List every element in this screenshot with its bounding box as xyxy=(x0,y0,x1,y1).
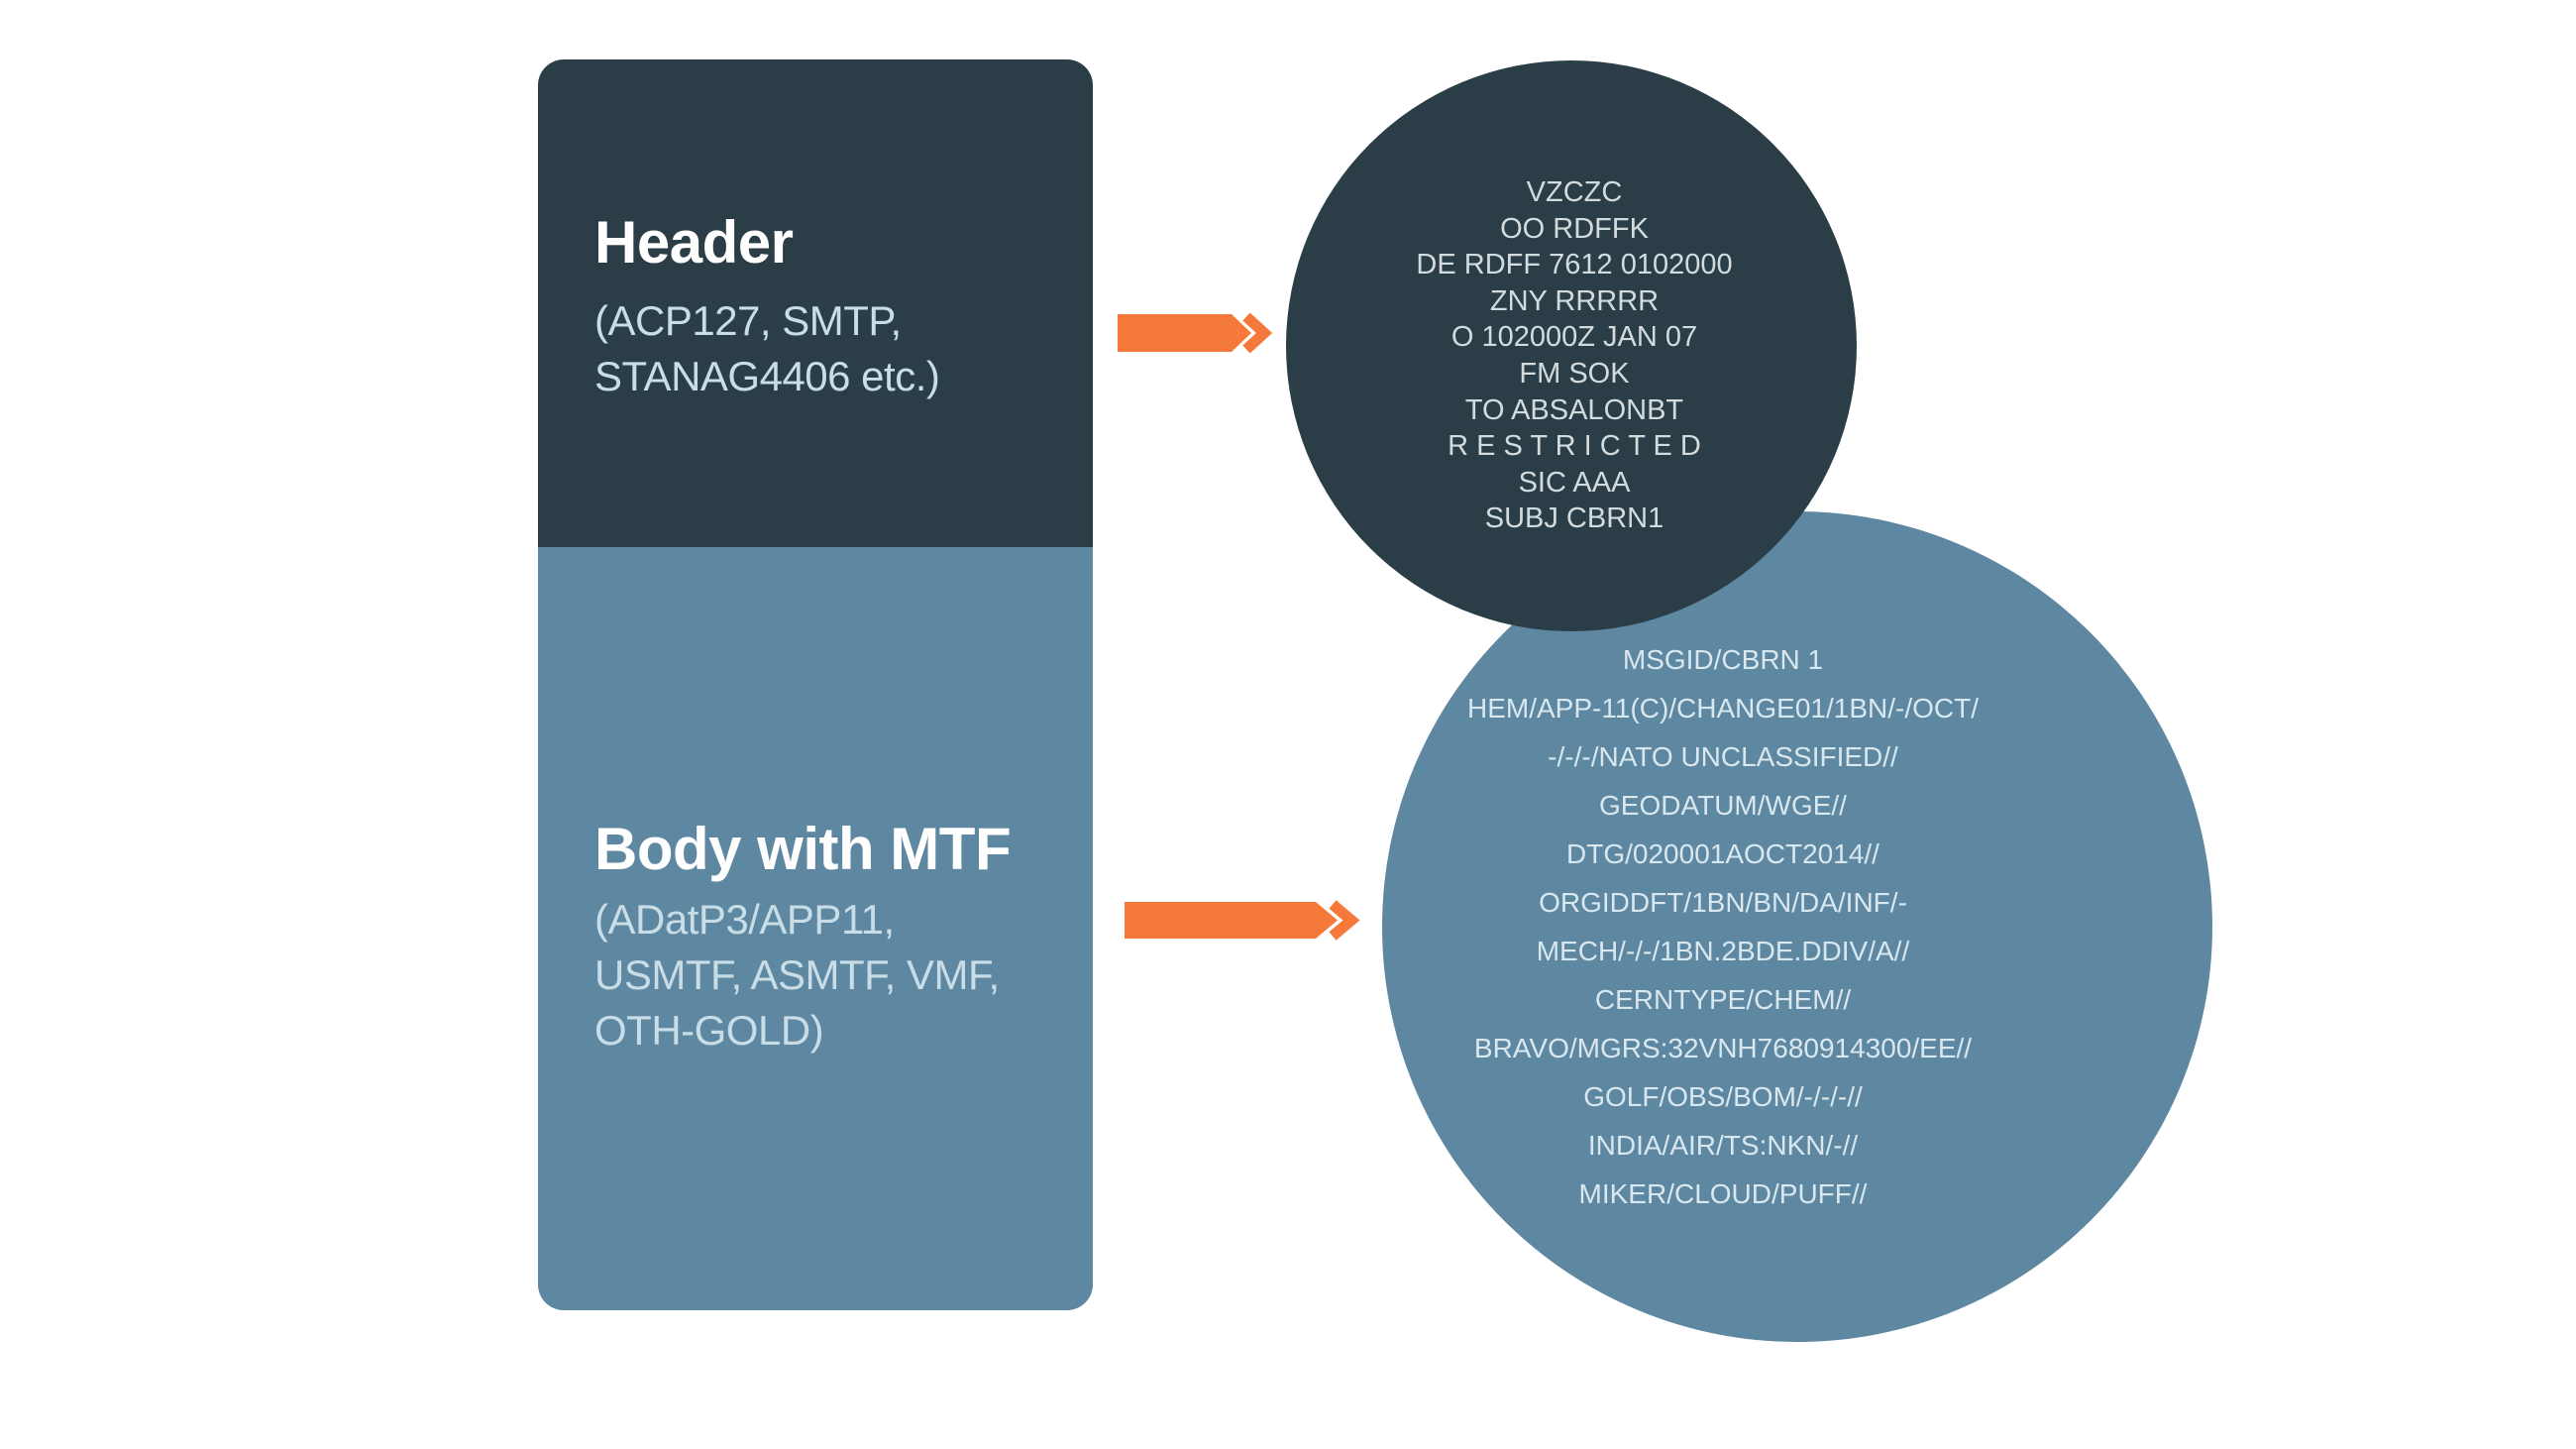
arrow-bar xyxy=(1125,902,1338,939)
body-arrow-right-icon xyxy=(1125,900,1360,941)
message-line: CERNTYPE/CHEM// xyxy=(1594,984,1852,1015)
message-line: MIKER/CLOUD/PUFF// xyxy=(1578,1178,1868,1209)
subtitle-line: USMTF, ASMTF, VMF, xyxy=(594,951,1000,998)
message-line: HEM/APP-11(C)/CHANGE01/1BN/-/OCT/ xyxy=(1466,693,1980,724)
subtitle-line: STANAG4406 etc.) xyxy=(594,353,940,399)
header-section-subtitle: (ACP127, SMTP, STANAG4406 etc.) xyxy=(594,293,940,404)
header-example-circle xyxy=(1286,60,1857,631)
message-line: OO RDFFK xyxy=(1500,212,1649,245)
arrow-chevron xyxy=(1242,312,1273,354)
arrow-chevron xyxy=(1329,900,1360,941)
message-line: TO ABSALONBT xyxy=(1464,393,1684,426)
message-line: BRAVO/MGRS:32VNH7680914300/EE// xyxy=(1473,1033,1973,1063)
body-section-subtitle: (ADatP3/APP11, USMTF, ASMTF, VMF, OTH-GOLD… xyxy=(594,892,1000,1059)
subtitle-line: (ADatP3/APP11, xyxy=(594,896,895,943)
message-line: O 102000Z JAN 07 xyxy=(1450,321,1698,354)
message-line: VZCZC xyxy=(1526,176,1623,208)
header-arrow-right-icon xyxy=(1118,312,1273,354)
message-line: GEODATUM/WGE// xyxy=(1599,790,1847,821)
header-section: Header (ACP127, SMTP, STANAG4406 etc.) xyxy=(538,59,1093,547)
message-line: ORGIDDFT/1BN/BN/DA/INF/- xyxy=(1539,887,1907,918)
message-structure-card: Header (ACP127, SMTP, STANAG4406 etc.) Bo… xyxy=(538,59,1093,1310)
message-line: -/-/-/NATO UNCLASSIFIED// xyxy=(1548,741,1898,772)
body-example-message: MSGID/CBRN 1 HEM/APP-11(C)/CHANGE01/1BN/-… xyxy=(1376,635,2070,1218)
subtitle-line: OTH-GOLD) xyxy=(594,1007,824,1054)
message-line: MSGID/CBRN 1 xyxy=(1622,644,1824,675)
message-line: SIC AAA xyxy=(1518,466,1631,499)
body-section: Body with MTF (ADatP3/APP11, USMTF, ASMTF… xyxy=(538,547,1093,1310)
arrow-bar xyxy=(1118,314,1251,352)
message-line: DE RDFF 7612 0102000 xyxy=(1416,249,1733,281)
subtitle-line: (ACP127, SMTP, xyxy=(594,297,902,344)
body-example-circle xyxy=(1382,511,2212,1342)
message-line: ZNY RRRRR xyxy=(1489,284,1660,317)
message-line: GOLF/OBS/BOM/-/-/-// xyxy=(1583,1081,1863,1112)
header-section-title: Header xyxy=(594,209,794,276)
message-line: R E S T R I C T E D xyxy=(1448,430,1701,463)
message-line: INDIA/AIR/TS:NKN/-// xyxy=(1587,1130,1859,1161)
message-line: DTG/020001AOCT2014// xyxy=(1566,838,1879,869)
body-section-title: Body with MTF xyxy=(594,816,1012,882)
message-line: MECH/-/-/1BN.2BDE.DDIV/A// xyxy=(1536,936,1910,966)
message-line: SUBJ CBRN1 xyxy=(1484,502,1664,535)
message-line: FM SOK xyxy=(1519,357,1630,390)
